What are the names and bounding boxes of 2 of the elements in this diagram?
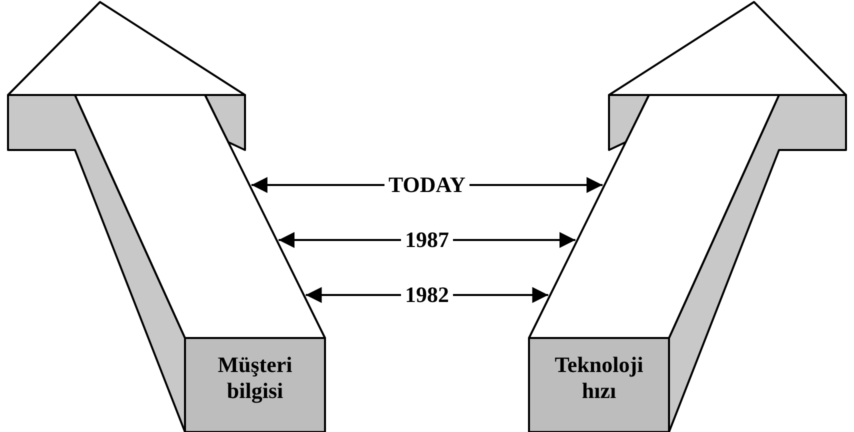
node-label: Teknoloji hızı — [554, 352, 644, 404]
node-label: Müşteri bilgisi — [216, 352, 294, 404]
